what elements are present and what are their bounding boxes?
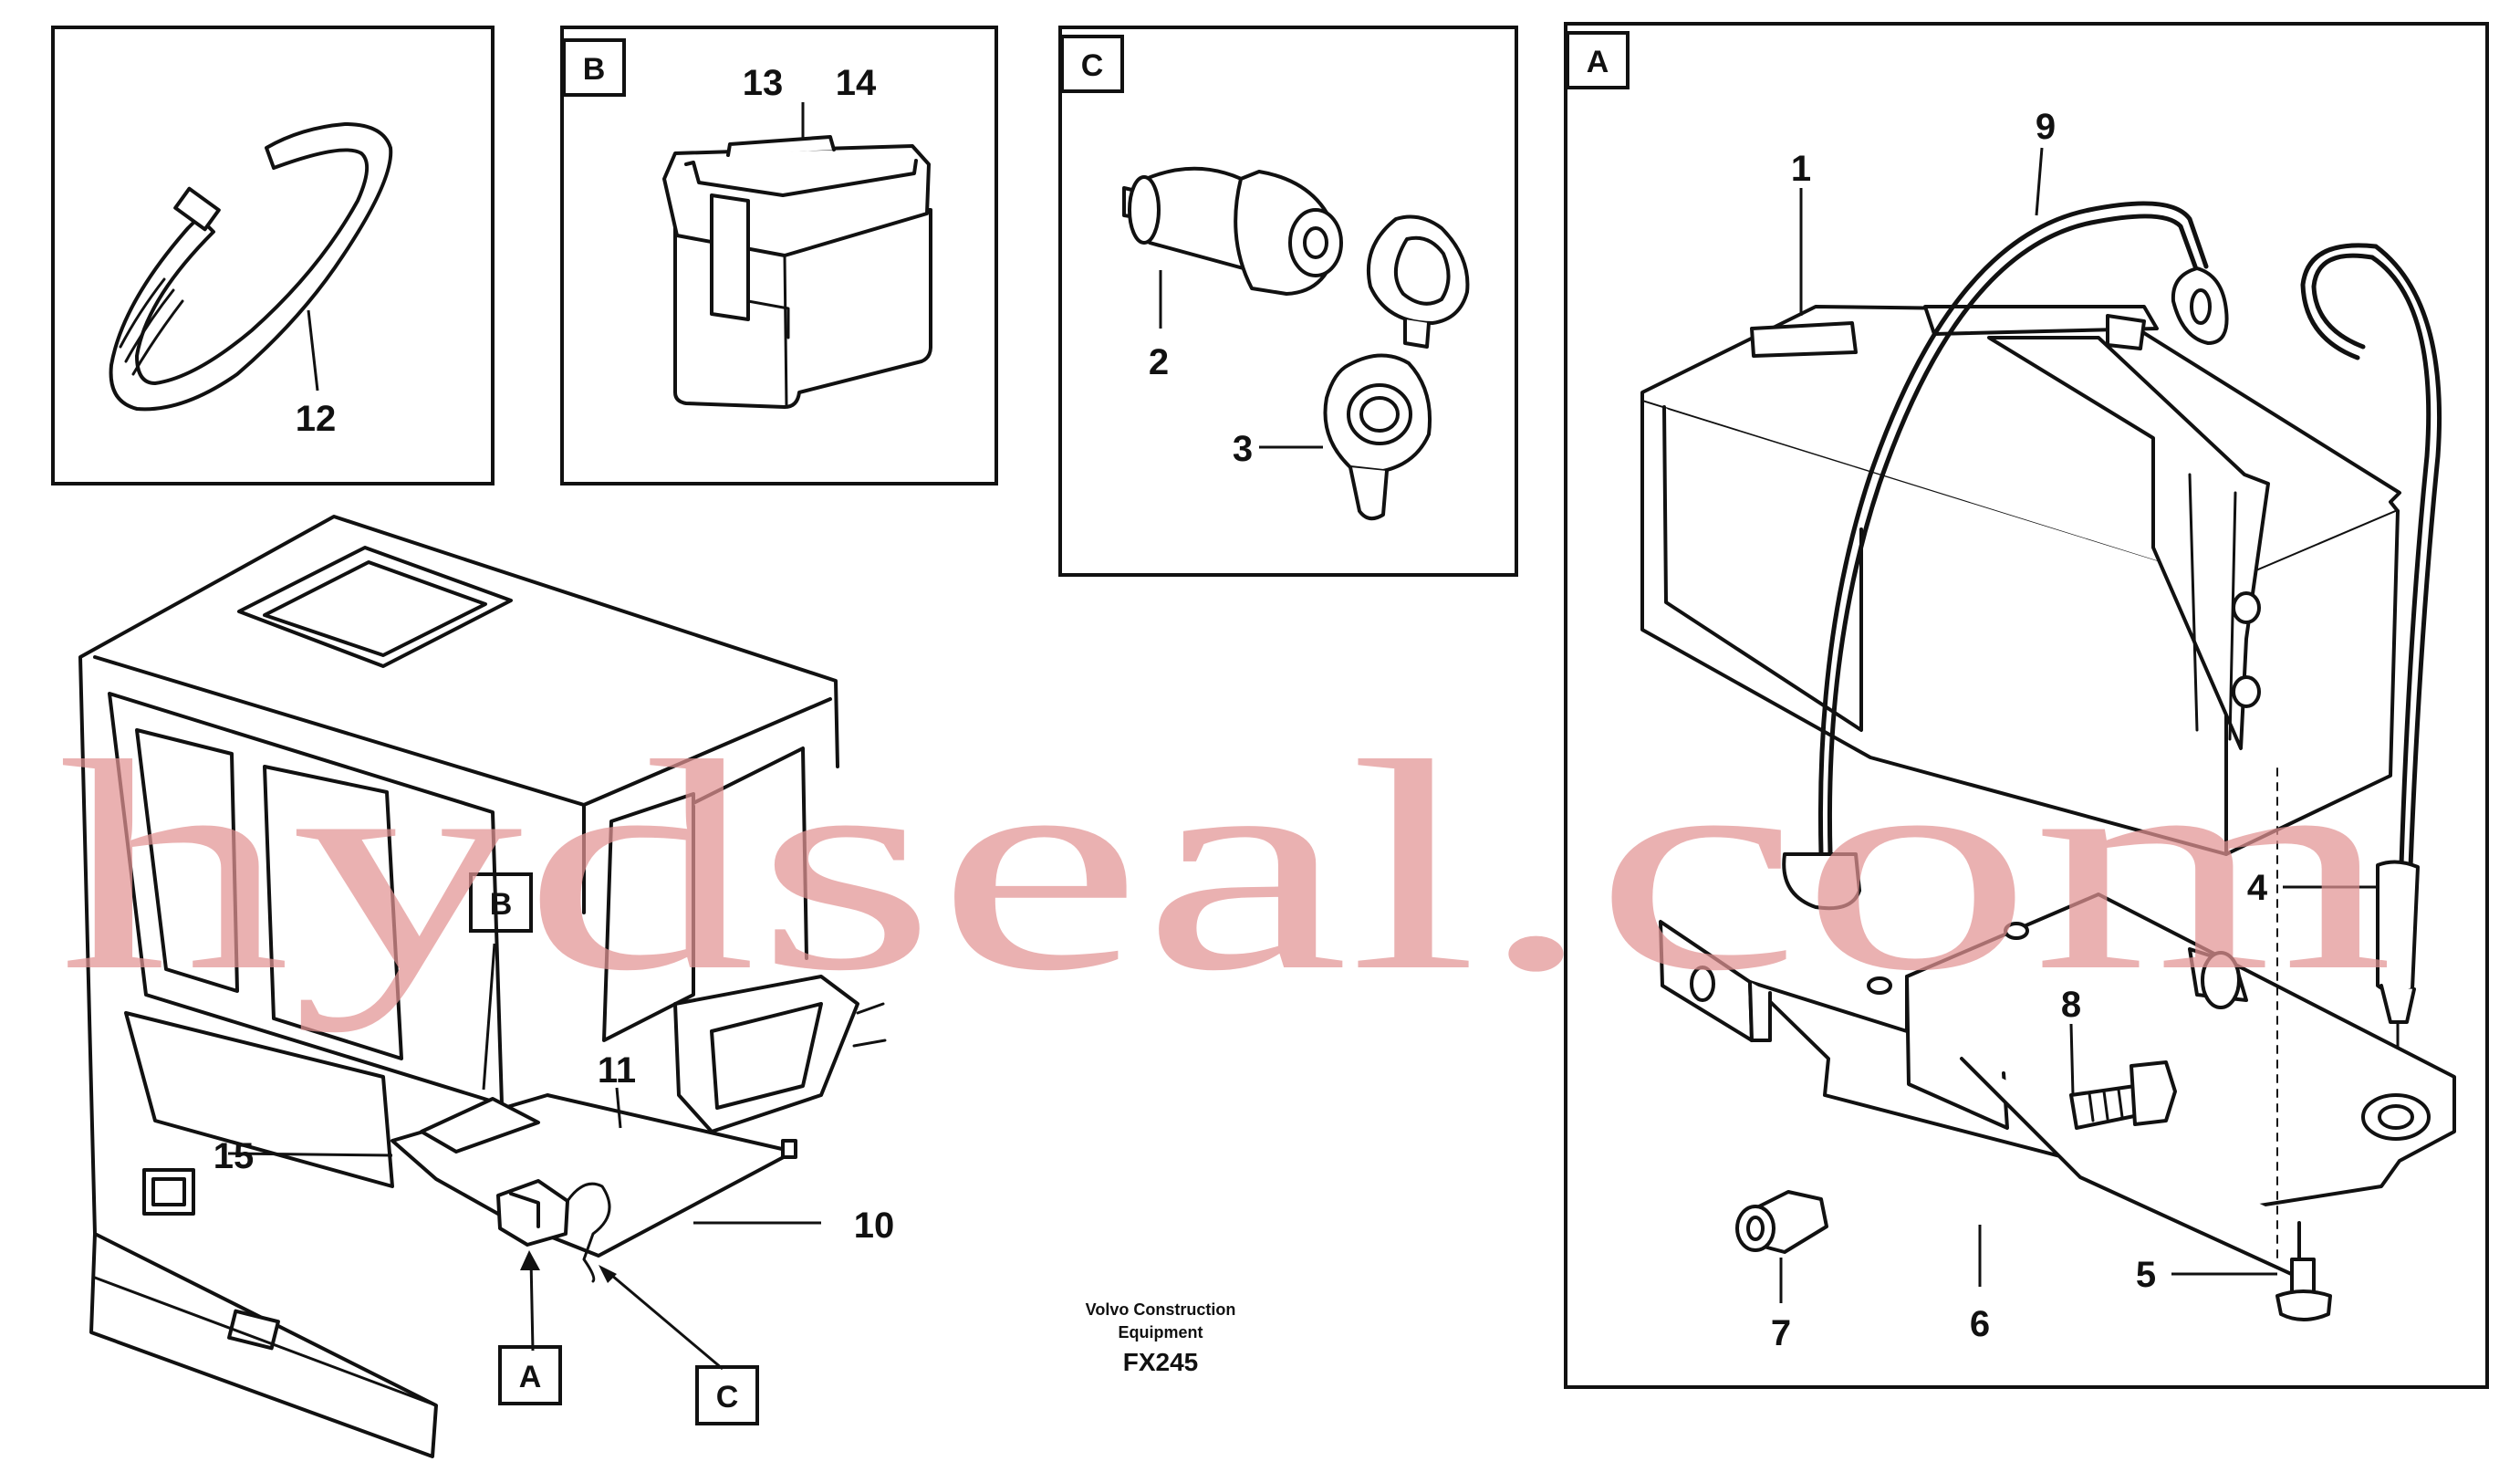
ref-letter-c: C: [716, 1380, 739, 1415]
panel-frame: [51, 26, 495, 485]
panel-frame: [1058, 26, 1518, 577]
control-box-drawing: [1640, 305, 2401, 856]
ref-box-c: [695, 1365, 759, 1425]
drawing-code: FX245: [1123, 1348, 1199, 1376]
callout-12: 12: [296, 399, 337, 439]
callout-15: 15: [213, 1136, 255, 1176]
lead-cable-drawing: [2300, 243, 2442, 1057]
detail-box-b: [562, 38, 626, 97]
callout-4: 4: [2247, 868, 2268, 908]
callout-6: 6: [1970, 1304, 1990, 1344]
callout-10: 10: [854, 1206, 895, 1246]
callout-1: 1: [1791, 149, 1811, 189]
callout-13: 13: [743, 63, 784, 103]
credit-block: Volvo Construction Equipment FX245: [1086, 1300, 1236, 1376]
antenna-cable-drawing: [1782, 201, 2229, 911]
panel-frame: [560, 26, 998, 485]
cab-overview: B A C 15 11 10: [78, 515, 895, 1458]
panel-c-socket: C 2 3: [1058, 26, 1518, 577]
callout-7: 7: [1771, 1313, 1791, 1353]
callout-5: 5: [2136, 1255, 2156, 1295]
callout-2: 2: [1149, 342, 1169, 382]
screw-5-drawing: [2275, 1258, 2332, 1321]
panel-a-mounting: A: [1564, 22, 2489, 1389]
detail-letter-a: A: [1587, 45, 1609, 79]
credit-line-2: Equipment: [1119, 1323, 1203, 1342]
detail-letter-c: C: [1081, 48, 1104, 83]
detail-box-c: [1060, 35, 1124, 93]
callout-8: 8: [2061, 985, 2081, 1025]
ref-letter-b: B: [490, 887, 513, 922]
ref-box-b: [469, 872, 533, 933]
watermark-text: hydseal.com: [58, 700, 2394, 1033]
callout-14: 14: [836, 63, 877, 103]
bracket-drawing: [1659, 893, 2456, 1279]
callout-9: 9: [2036, 107, 2056, 147]
ref-letter-a: A: [519, 1360, 542, 1394]
callout-3: 3: [1233, 429, 1253, 469]
nut-7-drawing: [1735, 1190, 1828, 1254]
panel-b-relay: B 13 14: [560, 26, 998, 485]
relay-drawing: [662, 135, 932, 409]
panel-frame: [1564, 22, 2489, 1389]
mounting-plate-drawing: [390, 1093, 797, 1283]
ref-box-a: [498, 1345, 562, 1405]
detail-letter-b: B: [583, 52, 606, 87]
panel-cable-tie: 12: [51, 26, 495, 485]
cab-drawing: [78, 515, 887, 1458]
detail-box-a: [1566, 31, 1630, 89]
callout-11: 11: [598, 1050, 636, 1091]
cable-tie-drawing: [109, 122, 393, 412]
socket-drawing: [1122, 166, 1470, 521]
credit-line-1: Volvo Construction: [1086, 1300, 1236, 1319]
bolt-8-drawing: [2069, 1060, 2177, 1130]
